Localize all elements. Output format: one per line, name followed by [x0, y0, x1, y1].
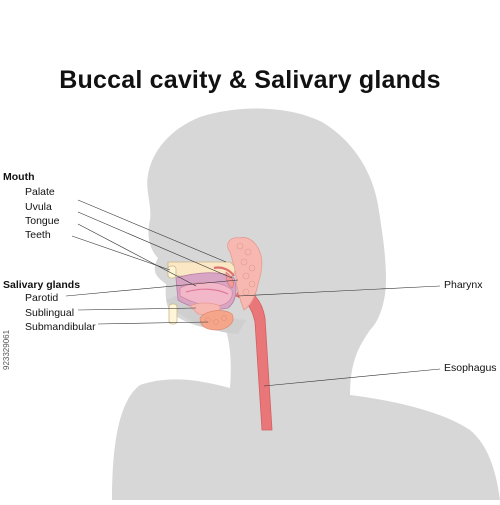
leader-uvula	[77, 211, 233, 279]
label-pharynx: Pharynx	[444, 279, 483, 291]
leader-tongue	[77, 223, 197, 287]
head-silhouette	[112, 108, 500, 501]
upper-tooth	[167, 265, 177, 279]
leader-palate	[77, 199, 227, 263]
tongue-shape	[179, 281, 233, 307]
salivary-heading: Salivary glands	[3, 279, 81, 291]
stock-id: 923329061	[2, 329, 11, 370]
parotid-gland	[227, 237, 263, 311]
leader-sublingual	[77, 307, 197, 311]
leader-esophagus	[263, 368, 441, 387]
mouth-heading: Mouth	[3, 171, 35, 183]
leader-teeth	[71, 235, 171, 271]
leader-parotid	[65, 279, 239, 297]
label-esophagus: Esophagus	[444, 362, 497, 374]
page-title: Buccal cavity & Salivary glands	[59, 66, 441, 94]
label-uvula: Uvula	[25, 201, 52, 213]
palate-shape	[167, 261, 236, 277]
label-tongue: Tongue	[25, 215, 60, 227]
label-submandibular: Submandibular	[25, 321, 96, 333]
lower-tooth	[168, 303, 178, 325]
leader-pharynx	[237, 285, 441, 297]
label-teeth: Teeth	[25, 229, 51, 241]
label-sublingual: Sublingual	[25, 307, 75, 319]
label-parotid: Parotid	[25, 292, 59, 304]
label-palate: Palate	[25, 186, 55, 198]
leader-submandibular	[97, 321, 209, 325]
submandibular-gland	[199, 310, 234, 331]
